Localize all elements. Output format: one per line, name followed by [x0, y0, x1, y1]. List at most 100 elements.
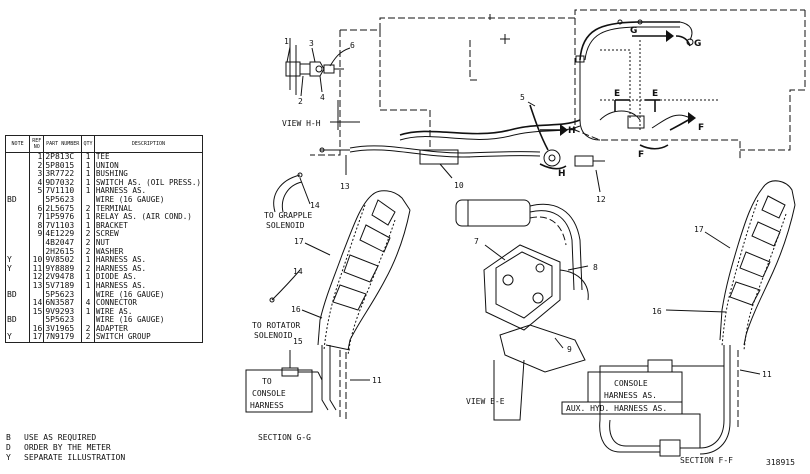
- callout-12: 12: [596, 195, 606, 204]
- cell-part: 5P5623: [43, 316, 83, 325]
- to-rotator-label-2: SOLENOID: [254, 331, 293, 340]
- cell-desc: WIRE (16 GAUGE): [93, 195, 204, 205]
- parts-table-header: NOTE REF NO PART NUMBER QTY DESCRIPTION: [4, 135, 204, 153]
- cell-desc: SCREW: [93, 230, 204, 239]
- callout-14-a: 14: [310, 201, 320, 210]
- marker-h-top: H: [568, 126, 576, 136]
- view-hh: 1 2 3 4 6 VIEW H-H: [282, 37, 360, 130]
- cell-ref: 16: [29, 324, 45, 334]
- cell-part: 5V7189: [43, 281, 83, 291]
- callout-10: 10: [454, 181, 464, 190]
- callout-17-a: 17: [294, 237, 304, 246]
- view-ee: 7 8 9 VIEW E-E: [455, 199, 598, 421]
- cell-desc: WIRE (16 GAUGE): [93, 290, 204, 300]
- to-console-label-2: CONSOLE: [252, 389, 286, 398]
- cell-part: 7V1103: [43, 221, 83, 231]
- cell-ref: [29, 238, 45, 248]
- callout-7: 7: [474, 237, 479, 246]
- cell-desc: HARNESS AS.: [93, 256, 204, 265]
- legend-text: ORDER BY THE METER: [24, 443, 111, 452]
- cell-part: 3V1965: [43, 324, 83, 334]
- cell-part: 7V1110: [43, 187, 83, 196]
- drawing-number: 318915: [766, 458, 795, 467]
- cell-ref: 10: [29, 256, 45, 265]
- callout-11-a: 11: [372, 376, 382, 385]
- cell-desc: RELAY AS. (AIR COND.): [93, 213, 204, 222]
- to-console-label-3: HARNESS: [250, 401, 284, 410]
- console-harness-label-1: CONSOLE: [614, 379, 648, 388]
- cell-ref: [29, 247, 45, 257]
- marker-h-bottom: H: [558, 169, 566, 179]
- cell-ref: 9: [29, 230, 45, 239]
- cell-desc: HARNESS AS.: [93, 264, 204, 274]
- legend-code: B: [6, 433, 11, 442]
- cell-desc: TEE: [93, 152, 204, 162]
- cell-ref: 5: [29, 187, 45, 196]
- cell-desc: HARNESS AS.: [93, 281, 204, 291]
- cell-ref: 8: [29, 221, 45, 231]
- cell-ref: 4: [29, 178, 45, 188]
- cell-part: 1P5976: [43, 213, 83, 222]
- cell-part: 7N9179: [43, 333, 83, 343]
- cell-ref: 14: [29, 299, 45, 308]
- cell-part: 9Y8889: [43, 264, 83, 274]
- header-ref: REF NO: [29, 135, 45, 153]
- cell-desc: DIODE AS.: [93, 273, 204, 282]
- to-grapple-label-2: SOLENOID: [266, 221, 305, 230]
- marker-g-right: G: [694, 39, 701, 49]
- section-ff-label: SECTION F-F: [680, 456, 733, 465]
- cell-part: 2L5675: [43, 204, 83, 214]
- parts-table: NOTE REF NO PART NUMBER QTY DESCRIPTION …: [4, 135, 204, 344]
- legend-code: D: [6, 443, 11, 452]
- cell-desc: UNION: [93, 161, 204, 171]
- cell-part: 4B2047: [43, 238, 83, 248]
- callout-11-b: 11: [762, 370, 772, 379]
- callout-6: 6: [350, 41, 355, 50]
- marker-e-left: E: [614, 89, 620, 99]
- cell-desc: BUSHING: [93, 170, 204, 179]
- callout-3: 3: [309, 39, 314, 48]
- callout-16-b: 16: [652, 307, 662, 316]
- to-console-label-1: TO: [262, 377, 272, 386]
- cell-part: 4E1229: [43, 230, 83, 239]
- cell-part: 5P5623: [43, 290, 83, 300]
- cell-desc: WIRE (16 GAUGE): [93, 316, 204, 325]
- section-ff: 17 16 11 CONSOLE HARNESS AS. AUX. HYD. H…: [561, 180, 796, 467]
- legend-row: D ORDER BY THE METER: [6, 443, 125, 453]
- cell-desc: HARNESS AS.: [93, 187, 204, 196]
- cell-ref: 2: [29, 161, 45, 171]
- cell-part: 5P8015: [43, 161, 83, 171]
- cell-ref: [29, 316, 45, 325]
- cell-desc: CONNECTOR: [93, 299, 204, 308]
- to-grapple-label-1: TO GRAPPLE: [264, 211, 312, 220]
- to-rotator-label-1: TO ROTATOR: [252, 321, 300, 330]
- main-harness-view: 13 10 12 5 G G E E F F H H: [319, 19, 704, 204]
- header-desc: DESCRIPTION: [93, 135, 204, 153]
- cell-part: 9V8502: [43, 256, 83, 265]
- marker-g-top: G: [630, 26, 637, 36]
- cell-ref: 11: [29, 264, 45, 274]
- view-hh-label: VIEW H-H: [282, 119, 321, 128]
- cell-part: 3R7722: [43, 170, 83, 179]
- cell-ref: 6: [29, 204, 45, 214]
- cell-desc: SWITCH GROUP: [93, 333, 204, 343]
- callout-9: 9: [567, 345, 572, 354]
- cell-ref: 12: [29, 273, 45, 282]
- marker-e-right: E: [652, 89, 658, 99]
- cell-ref: 15: [29, 307, 45, 317]
- section-gg: 14 TO GRAPPLE SOLENOID 14 11 17 16 TO RO…: [245, 172, 411, 442]
